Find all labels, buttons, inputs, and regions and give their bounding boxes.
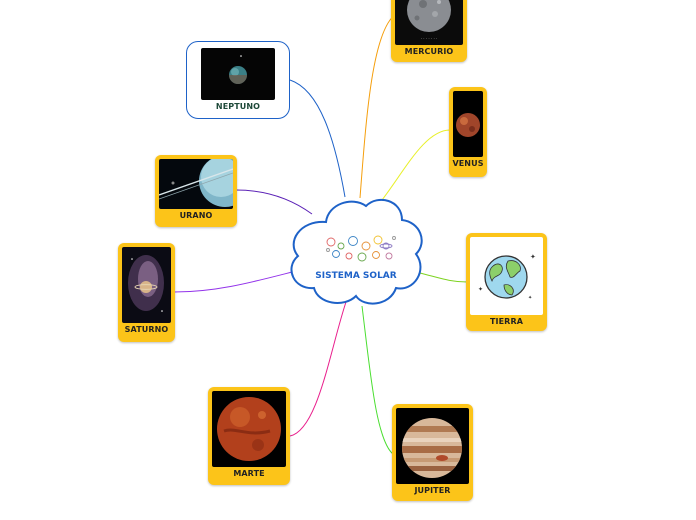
svg-text:✦: ✦ — [530, 253, 536, 261]
svg-text:✦: ✦ — [478, 286, 483, 293]
node-label: VENUS — [452, 159, 484, 168]
link-saturno — [173, 269, 301, 293]
node-venus[interactable]: VENUS — [449, 87, 487, 177]
node-label: JUPITER — [414, 486, 451, 495]
node-label: MARTE — [233, 469, 265, 478]
link-venus — [381, 129, 451, 201]
node-neptuno[interactable]: NEPTUNO — [186, 41, 290, 119]
earth-icon: ✦ ✦ ✦ — [478, 253, 536, 301]
node-label: SATURNO — [124, 325, 169, 334]
link-urano — [235, 189, 313, 215]
central-topic-title: SISTEMA SOLAR — [315, 271, 397, 281]
node-marte[interactable]: MARTE — [208, 387, 290, 485]
link-jupiter — [361, 305, 394, 455]
central-topic[interactable]: SISTEMA SOLAR — [286, 194, 426, 308]
planets-doodle-icon — [326, 235, 396, 262]
node-label: MERCURIO — [404, 47, 454, 56]
jupiter-image — [396, 408, 469, 484]
link-marte — [289, 301, 347, 437]
neptuno-image — [201, 48, 275, 100]
svg-text:· · · · · · ·: · · · · · · · — [421, 36, 438, 41]
cloud-shape — [290, 198, 423, 305]
link-tierra — [419, 272, 468, 283]
node-tierra[interactable]: ✦ ✦ ✦ TIERRA — [466, 233, 547, 331]
link-neptuno — [289, 79, 346, 198]
node-label: TIERRA — [489, 317, 523, 326]
marte-image — [212, 391, 286, 467]
node-urano[interactable]: URANO — [155, 155, 237, 227]
node-mercurio[interactable]: · · · · · · · MERCURIO — [391, 0, 467, 62]
urano-image — [159, 159, 233, 209]
node-label: NEPTUNO — [215, 102, 261, 111]
node-label: URANO — [179, 211, 213, 220]
mercurio-image: · · · · · · · — [395, 0, 463, 45]
node-jupiter[interactable]: JUPITER — [392, 404, 473, 501]
link-mercurio — [359, 13, 397, 199]
saturno-image — [122, 247, 171, 323]
svg-text:✦: ✦ — [528, 295, 532, 301]
venus-image — [453, 91, 483, 157]
node-saturno[interactable]: SATURNO — [118, 243, 175, 342]
tierra-image: ✦ ✦ ✦ — [470, 237, 543, 315]
